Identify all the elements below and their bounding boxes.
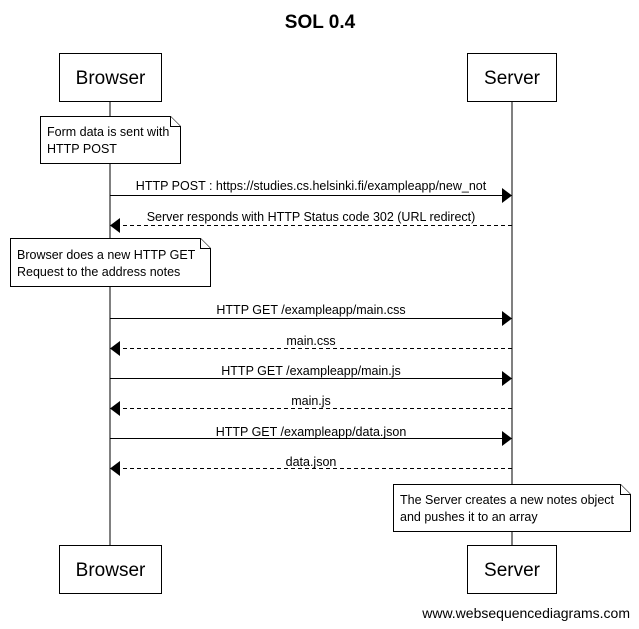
diagram-title: SOL 0.4: [285, 12, 356, 33]
message-data-json-response-label: data.json: [286, 455, 337, 469]
note-new-get-line-1: Browser does a new HTTP GET: [17, 248, 196, 262]
participant-browser-top-label: Browser: [76, 68, 146, 89]
note-new-get: Browser does a new HTTP GET Request to t…: [10, 238, 211, 287]
note-new-get-line-2: Request to the address notes: [17, 265, 180, 279]
participant-server-top-label: Server: [484, 68, 541, 89]
note-form-data-line-2: HTTP POST: [47, 142, 117, 156]
message-get-main-js: HTTP GET /exampleapp/main.js: [110, 364, 512, 386]
message-main-css-response-label: main.css: [286, 334, 335, 348]
message-302-redirect-label: Server responds with HTTP Status code 30…: [147, 210, 476, 224]
participant-server-bottom-label: Server: [484, 560, 541, 581]
participant-server-bottom: Server: [467, 545, 557, 594]
message-get-main-css-label: HTTP GET /exampleapp/main.css: [216, 303, 405, 317]
participant-browser-bottom: Browser: [59, 545, 162, 594]
watermark: www.websequencediagrams.com: [421, 605, 630, 621]
message-get-main-js-label: HTTP GET /exampleapp/main.js: [221, 364, 400, 378]
message-http-post: HTTP POST : https://studies.cs.helsinki.…: [110, 179, 512, 203]
note-form-data-line-1: Form data is sent with: [47, 125, 169, 139]
participant-browser-top: Browser: [59, 53, 162, 102]
message-main-js-response-label: main.js: [291, 394, 331, 408]
message-get-main-css: HTTP GET /exampleapp/main.css: [110, 303, 512, 326]
note-server-creates-line-1: The Server creates a new notes object: [400, 493, 615, 507]
note-server-creates-line-2: and pushes it to an array: [400, 510, 538, 524]
participant-server-top: Server: [467, 53, 557, 102]
note-server-creates: The Server creates a new notes object an…: [393, 484, 631, 532]
message-get-data-json-label: HTTP GET /exampleapp/data.json: [216, 425, 407, 439]
message-get-data-json: HTTP GET /exampleapp/data.json: [110, 425, 512, 446]
message-main-js-response: main.js: [110, 394, 512, 416]
message-data-json-response: data.json: [110, 455, 512, 476]
message-http-post-label: HTTP POST : https://studies.cs.helsinki.…: [136, 179, 487, 193]
note-form-data: Form data is sent with HTTP POST: [40, 116, 181, 164]
message-302-redirect: Server responds with HTTP Status code 30…: [110, 210, 512, 233]
participant-browser-bottom-label: Browser: [76, 560, 146, 581]
message-main-css-response: main.css: [110, 334, 512, 356]
